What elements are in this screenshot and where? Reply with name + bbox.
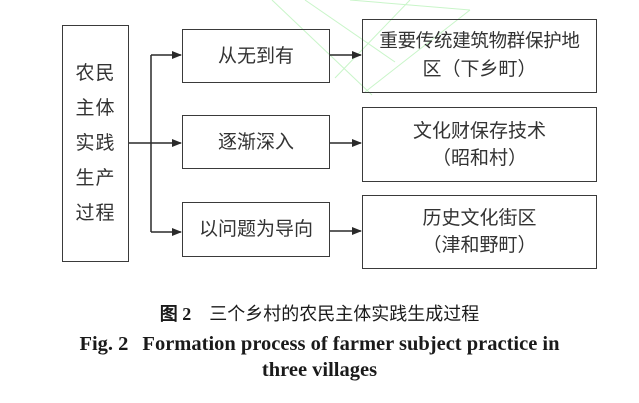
source-node-line: 实践 [75,132,116,154]
outcome-node-line: 文化财保存技术 [412,119,546,142]
outcome-node-line: 重要传统建筑物群保护地 [379,31,580,53]
stage-node-label: 逐渐深入 [217,130,294,153]
caption-cn-title: 三个乡村的农民主体实践生成过程 [209,304,480,325]
stage-node-label: 以问题为导向 [198,218,313,240]
outcome-node-line: （昭和村） [431,146,527,169]
source-node-line: 主体 [75,97,116,119]
source-node-line: 生产 [75,167,116,189]
caption-cn-figure-number: 图 2 [159,304,192,324]
caption-en-title-line-1: Formation process of farmer subject prac… [142,333,560,355]
caption-english-line-2: three villages [0,359,639,382]
source-node-line: 过程 [75,202,116,224]
outcome-node-2: 文化财保存技术 （昭和村） [362,107,597,182]
outcome-node-1: 重要传统建筑物群保护地 区（下乡町） [362,19,597,93]
stage-node-label: 从无到有 [217,44,294,67]
caption-chinese: 图 2 三个乡村的农民主体实践生成过程 [0,300,639,326]
outcome-node-3: 历史文化街区 （津和野町） [362,195,597,269]
stage-node-2: 逐渐深入 [182,115,330,169]
caption-english-line-1: Fig. 2 Formation process of farmer subjec… [0,333,639,356]
source-node-farmer-practice-process: 农民 主体 实践 生产 过程 [62,25,129,262]
stage-node-1: 从无到有 [182,29,330,83]
stage-node-3: 以问题为导向 [182,202,330,257]
caption-en-title-line-2: three villages [261,359,378,381]
outcome-node-line: 区（下乡町） [422,57,537,80]
source-node-line: 农民 [75,62,116,84]
caption-en-figure-number: Fig. 2 [79,333,129,355]
outcome-node-line: 历史文化街区 [422,207,537,229]
outcome-node-line: （津和野町） [422,234,537,256]
